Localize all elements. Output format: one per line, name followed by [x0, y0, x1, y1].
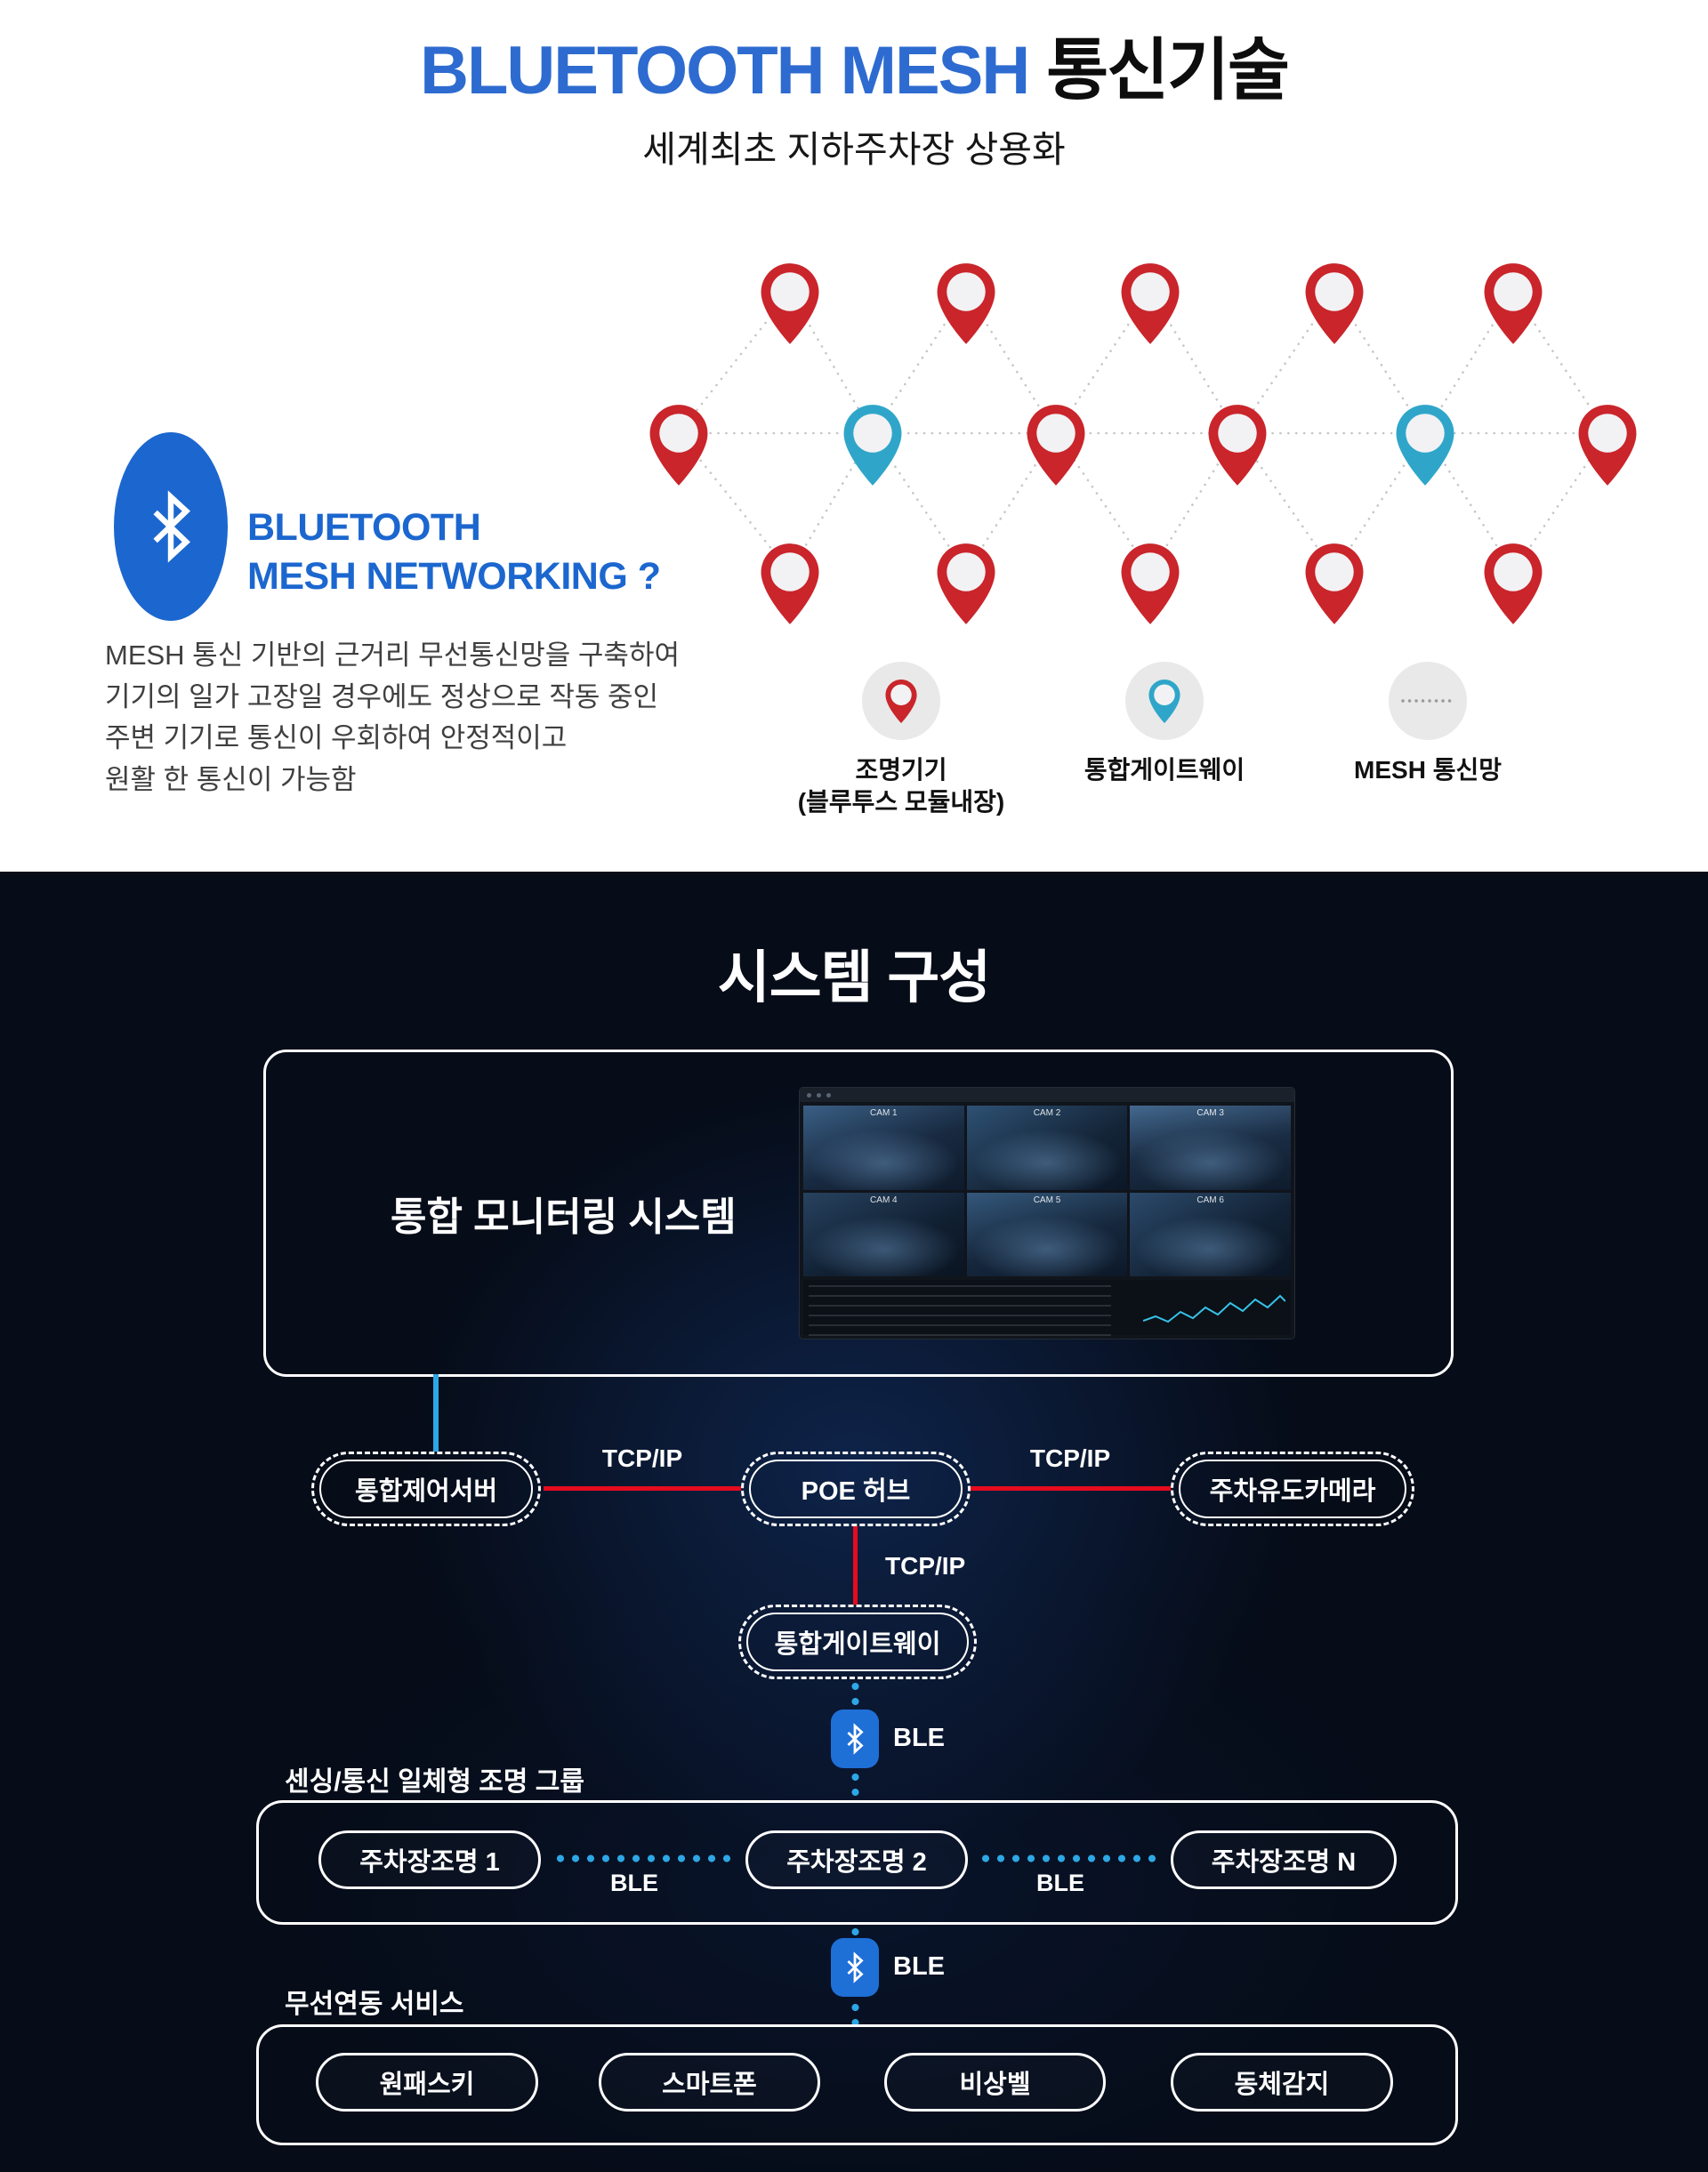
tcpip-link-poe-camera: [971, 1486, 1171, 1491]
bluetooth-icon: [831, 1938, 879, 1997]
gateway-pins: [843, 405, 1454, 486]
intro-heading-line1: BLUETOOTH: [247, 506, 481, 549]
legend-blue-pin-icon: [1125, 662, 1204, 740]
light-node-n: 주차장조명 N: [1171, 1830, 1397, 1889]
mesh-network-diagram: [649, 263, 1637, 624]
page-title-en: BLUETOOTH MESH: [420, 33, 1030, 109]
ble-link-light1-light2: [553, 1854, 735, 1862]
node-control-server: 통합제어서버: [311, 1452, 541, 1526]
legend-item-gateway: 통합게이트웨이: [1022, 662, 1307, 786]
ble-label: BLE: [610, 1870, 658, 1896]
tcpip-label: TCP/IP: [885, 1552, 966, 1580]
ble-label: BLE: [893, 1724, 945, 1752]
lighting-group-box: [256, 1800, 1458, 1925]
services-group-box: [256, 2024, 1458, 2145]
camera-tile: CAM 3: [1130, 1106, 1291, 1190]
monitoring-box: 통합 모니터링 시스템 CAM 1 CAM 2 CAM 3 CAM 4 CAM …: [263, 1050, 1454, 1377]
cctv-status-panel: [803, 1280, 1291, 1340]
node-parking-camera: 주차유도카메라: [1171, 1452, 1414, 1526]
system-section: 시스템 구성 통합 모니터링 시스템 CAM 1 CAM 2 CAM 3 CAM…: [0, 872, 1708, 2172]
legend-label: 조명기기 (블루투스 모듈내장): [797, 756, 1005, 817]
lighting-group-label: 센싱/통신 일체형 조명 그룹: [285, 1767, 584, 1797]
camera-tile: CAM 2: [966, 1106, 1128, 1190]
page-title-ko: 통신기술: [1046, 33, 1290, 109]
legend-item-lighting: 조명기기 (블루투스 모듈내장): [759, 662, 1043, 819]
tcpip-link-server-poe: [544, 1486, 741, 1491]
service-emergency-bell: 비상벨: [884, 2053, 1106, 2112]
intro-heading-line2: MESH NETWORKING ?: [247, 555, 661, 599]
monitoring-label: 통합 모니터링 시스템: [391, 1195, 737, 1239]
cctv-log-rows: [809, 1285, 1111, 1340]
page-subtitle: 세계최초 지하주차장 상용화: [642, 128, 1066, 170]
light-node-2: 주차장조명 2: [745, 1830, 968, 1889]
node-poe-hub: POE 허브: [741, 1452, 971, 1526]
camera-tile: CAM 4: [803, 1192, 964, 1276]
intro-body-text: MESH 통신 기반의 근거리 무선통신망을 구축하여 기기의 일가 고장일 경…: [105, 640, 680, 795]
ble-link-light2-lightn: [979, 1854, 1160, 1862]
legend-item-mesh-line: MESH 통신망: [1285, 662, 1570, 786]
cctv-toolbar: [800, 1088, 1294, 1102]
bluetooth-icon: [831, 1709, 879, 1768]
legend-dashed-line-icon: [1389, 662, 1467, 740]
legend-red-pin-icon: [862, 662, 940, 740]
service-smartphone: 스마트폰: [599, 2053, 820, 2112]
cctv-screenshot: CAM 1 CAM 2 CAM 3 CAM 4 CAM 5 CAM 6: [800, 1088, 1294, 1340]
ble-label: BLE: [893, 1952, 945, 1981]
connector-monitor-to-server: [433, 1374, 439, 1452]
system-title: 시스템 구성: [717, 945, 991, 1010]
service-motion-detect: 동체감지: [1171, 2053, 1393, 2112]
ble-label: BLE: [1036, 1870, 1084, 1896]
light-node-1: 주차장조명 1: [318, 1830, 541, 1889]
tcpip-label: TCP/IP: [601, 1444, 683, 1472]
cctv-sparkline-chart: [1143, 1294, 1285, 1323]
lighting-pins: [649, 263, 1637, 624]
intro-heading: BLUETOOTH MESH NETWORKING ?: [247, 503, 661, 601]
camera-tile: CAM 1: [803, 1106, 964, 1190]
camera-tile: CAM 5: [966, 1192, 1128, 1276]
services-group-label: 무선연동 서비스: [285, 1990, 464, 2019]
camera-tile: CAM 6: [1130, 1192, 1291, 1276]
bluetooth-logo-icon: [114, 432, 228, 621]
legend-label: 통합게이트웨이: [1084, 756, 1245, 784]
service-onepass-key: 원패스키: [316, 2053, 538, 2112]
tcpip-label: TCP/IP: [1029, 1444, 1111, 1472]
node-gateway: 통합게이트웨이: [738, 1605, 977, 1679]
cctv-grid: CAM 1 CAM 2 CAM 3 CAM 4 CAM 5 CAM 6: [803, 1106, 1291, 1276]
legend-label: MESH 통신망: [1354, 756, 1502, 784]
tcpip-link-poe-gateway: [853, 1526, 858, 1605]
